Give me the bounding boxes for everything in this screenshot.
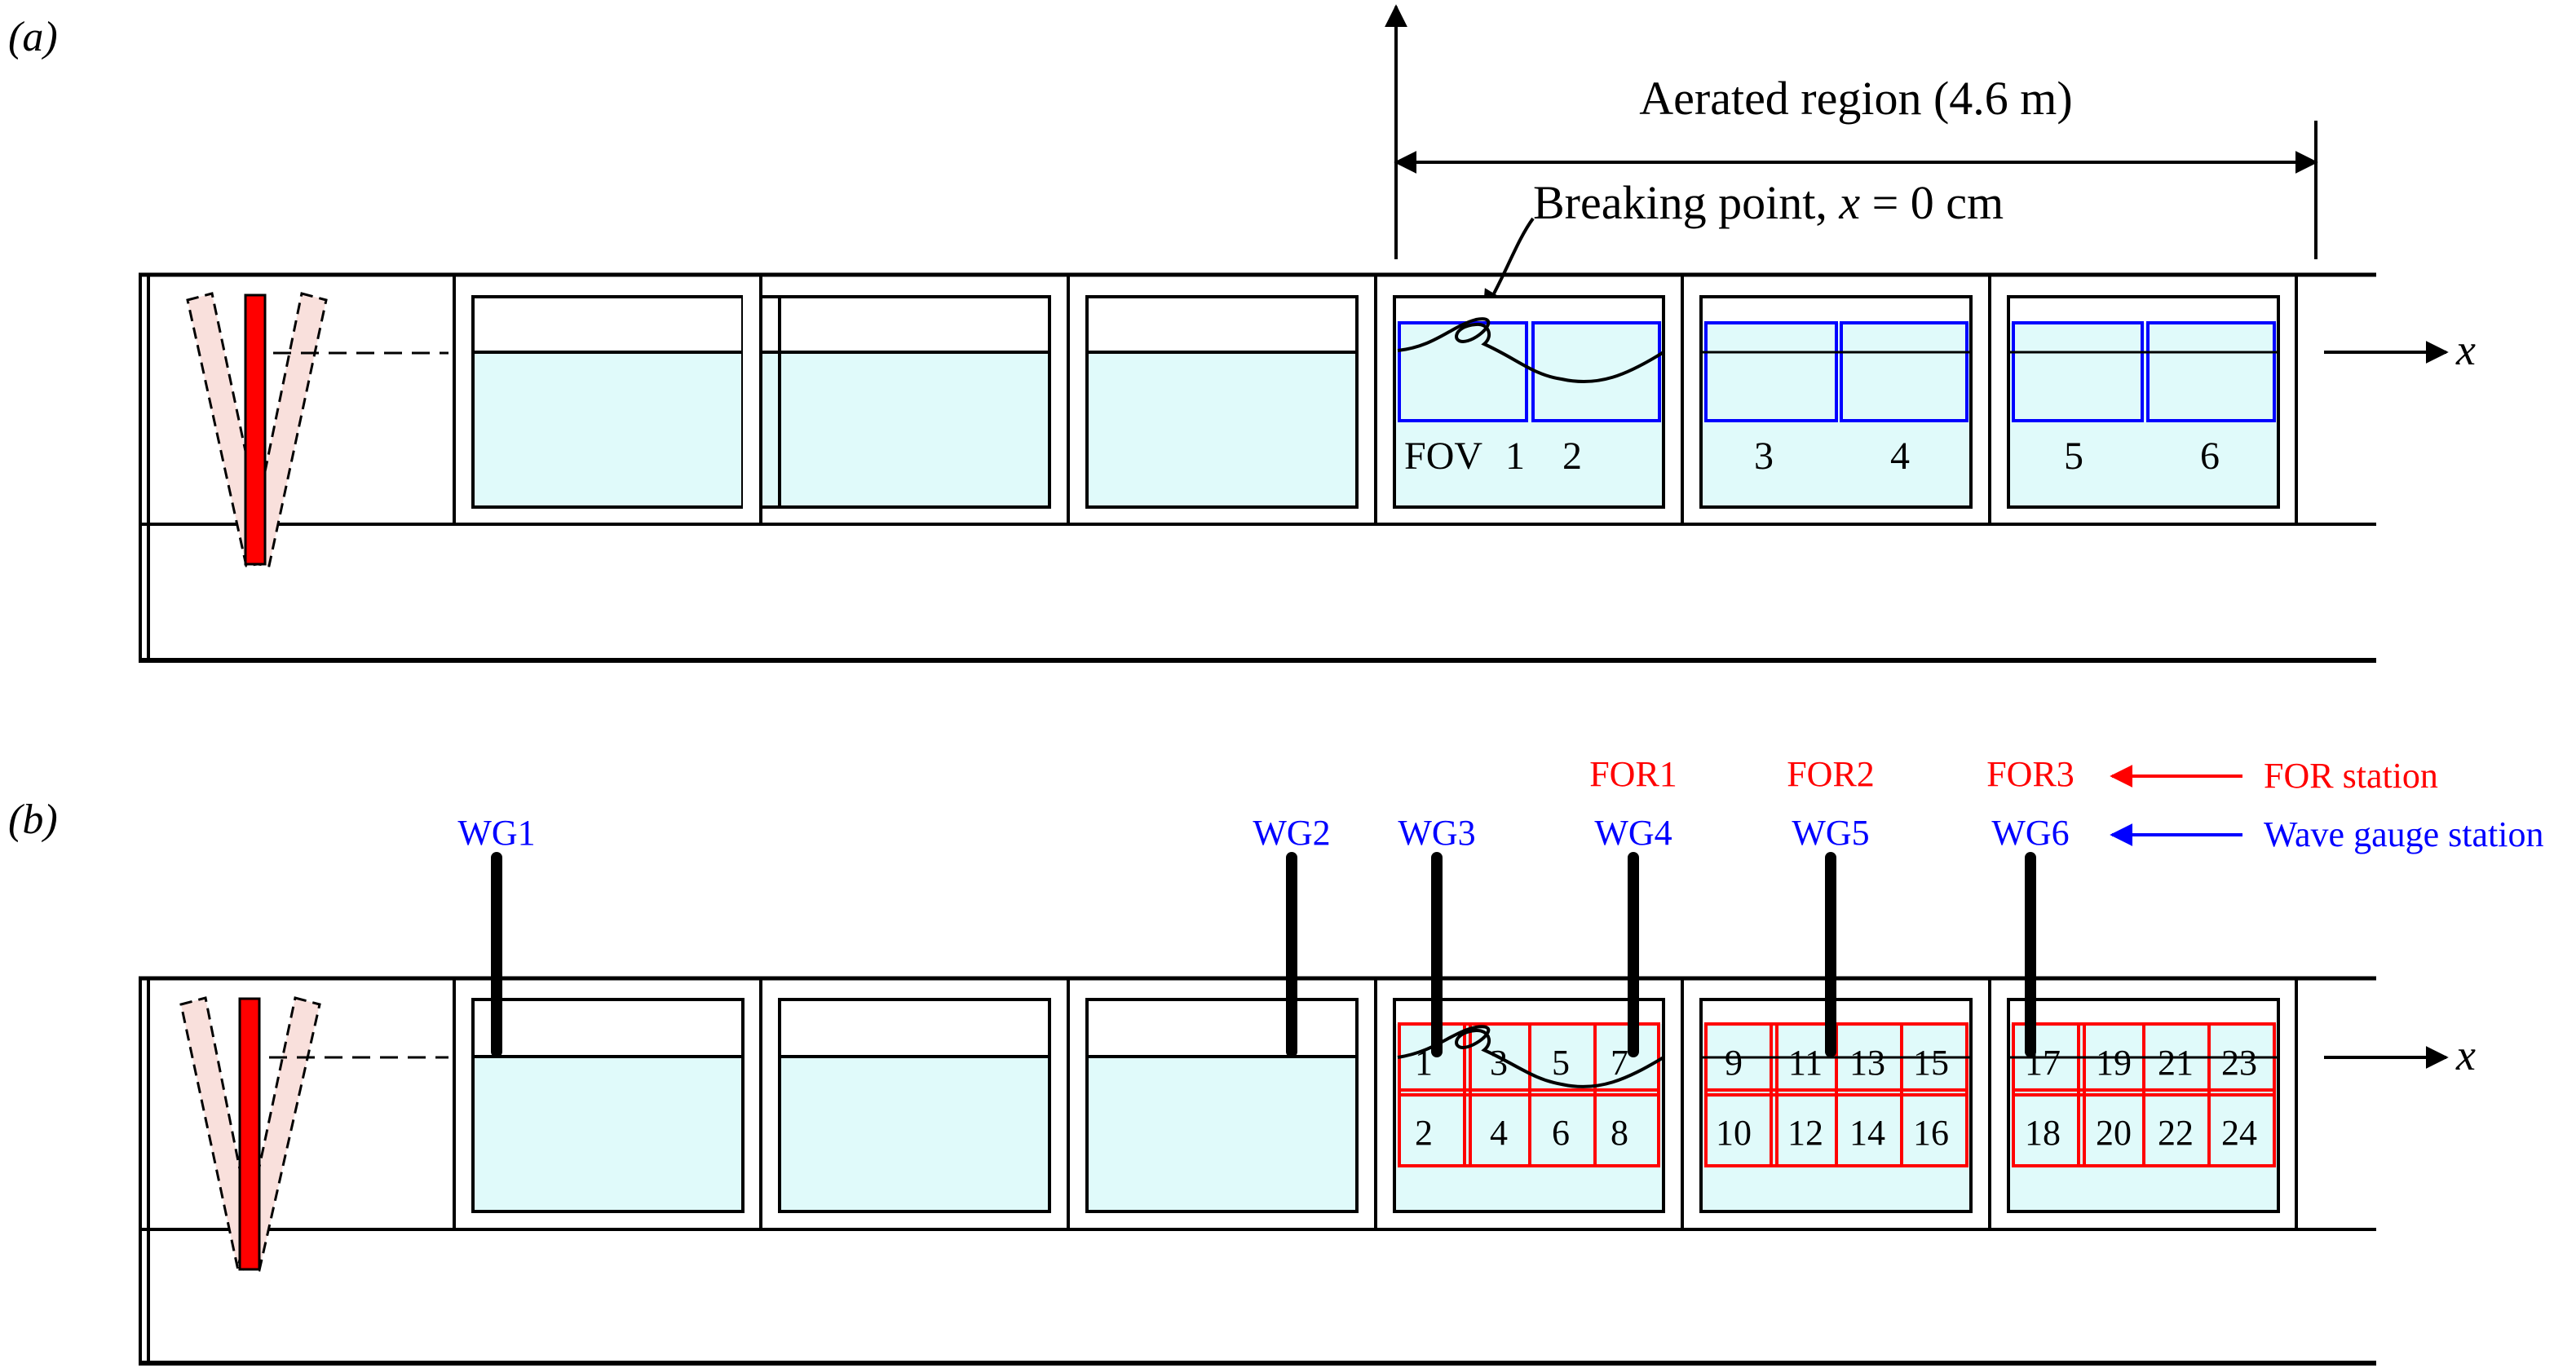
aerated-region-label: Aerated region (4.6 m) xyxy=(1639,72,2072,125)
for-cell-3: 3 xyxy=(1490,1043,1508,1083)
fov-number-1: 1 xyxy=(1505,435,1525,478)
for-cell-21: 21 xyxy=(2158,1043,2194,1083)
for-cell-4: 4 xyxy=(1490,1113,1508,1153)
for-cell-1: 1 xyxy=(1415,1043,1433,1083)
fov-number-5: 5 xyxy=(2064,435,2083,478)
for-cell-2: 2 xyxy=(1415,1113,1433,1153)
wg5-label: WG5 xyxy=(1792,813,1869,853)
for-cell-18: 18 xyxy=(2025,1113,2061,1153)
paddle-body-b xyxy=(238,997,261,1271)
breaking-wave-a xyxy=(1397,317,1665,383)
for-grids xyxy=(1398,1022,2276,1167)
wg1-label: WG1 xyxy=(457,813,535,853)
fov-prefix: FOV xyxy=(1404,435,1482,478)
panel-a-label: (a) xyxy=(8,14,58,60)
for-cell-numbers: 1 2 3 4 5 6 7 8 9 10 11 12 13 14 15 16 1… xyxy=(1415,1043,2257,1153)
for-cell-20: 20 xyxy=(2096,1113,2132,1153)
for-cell-19: 19 xyxy=(2096,1043,2132,1083)
panel-b-label: (b) xyxy=(8,797,58,843)
wg3-label: WG3 xyxy=(1398,813,1475,853)
fov-box-6 xyxy=(2146,321,2276,422)
fov-number-3: 3 xyxy=(1754,435,1774,478)
for-cell-7: 7 xyxy=(1611,1043,1628,1083)
section-dividers-b xyxy=(453,978,2298,1229)
for-cell-14: 14 xyxy=(1849,1113,1885,1153)
fov-boxes xyxy=(1398,321,2276,422)
for-cell-16: 16 xyxy=(1913,1113,1949,1153)
for-cell-15: 15 xyxy=(1913,1043,1949,1083)
tank-window-fix xyxy=(471,275,762,524)
for1-label: FOR1 xyxy=(1589,754,1677,794)
for3-label: FOR3 xyxy=(1986,754,2074,794)
legend-wg-label: Wave gauge station xyxy=(2264,814,2543,854)
for-cell-8: 8 xyxy=(1611,1113,1628,1153)
wg6-label: WG6 xyxy=(1991,813,2069,853)
for-cell-13: 13 xyxy=(1849,1043,1885,1083)
for-cell-10: 10 xyxy=(1716,1113,1752,1153)
paddle-body xyxy=(244,293,267,566)
x-axis-label-a: x xyxy=(2455,325,2476,374)
wave-gauge-rods xyxy=(491,852,2036,1057)
fov-box-4 xyxy=(1840,321,1968,422)
for-cell-23: 23 xyxy=(2221,1043,2257,1083)
for-cell-24: 24 xyxy=(2221,1113,2257,1153)
breaking-point-var: x xyxy=(1838,176,1860,229)
breaking-point-text: Breaking point, xyxy=(1533,176,1839,229)
legend-for-label: FOR station xyxy=(2264,756,2438,796)
fov-number-2: 2 xyxy=(1562,435,1582,478)
for-cell-9: 9 xyxy=(1725,1043,1743,1083)
x-axis-label-b: x xyxy=(2455,1030,2476,1079)
for-cell-12: 12 xyxy=(1787,1113,1823,1153)
for2-label: FOR2 xyxy=(1787,754,1875,794)
fov-labels: FOV 1 2 3 4 5 6 xyxy=(1404,435,2220,478)
wave-gauge-labels: WG1 WG2 WG3 WG4 WG5 WG6 xyxy=(457,813,2069,853)
breaking-point-label: Breaking point, x = 0 cm xyxy=(1533,176,2004,229)
for-cell-6: 6 xyxy=(1552,1113,1570,1153)
panel-a: (a) Aerated region (4.6 m) Breaking poin… xyxy=(8,4,2476,663)
panel-b: (b) xyxy=(8,754,2543,1366)
breaking-point-value: = 0 cm xyxy=(1860,176,2004,229)
wg4-label: WG4 xyxy=(1594,813,1672,853)
fov-number-4: 4 xyxy=(1890,435,1910,478)
fov-number-6: 6 xyxy=(2200,435,2220,478)
for-cell-22: 22 xyxy=(2158,1113,2194,1153)
wave-paddle-b xyxy=(179,996,448,1272)
wave-paddle xyxy=(186,292,448,567)
for-station-labels: FOR1 FOR2 FOR3 xyxy=(1589,754,2074,794)
wg2-label: WG2 xyxy=(1253,813,1330,853)
for-cell-11: 11 xyxy=(1788,1043,1823,1083)
breaking-wave-b xyxy=(1397,1025,1665,1088)
for-cell-5: 5 xyxy=(1552,1043,1570,1083)
for-cell-17: 17 xyxy=(2025,1043,2061,1083)
